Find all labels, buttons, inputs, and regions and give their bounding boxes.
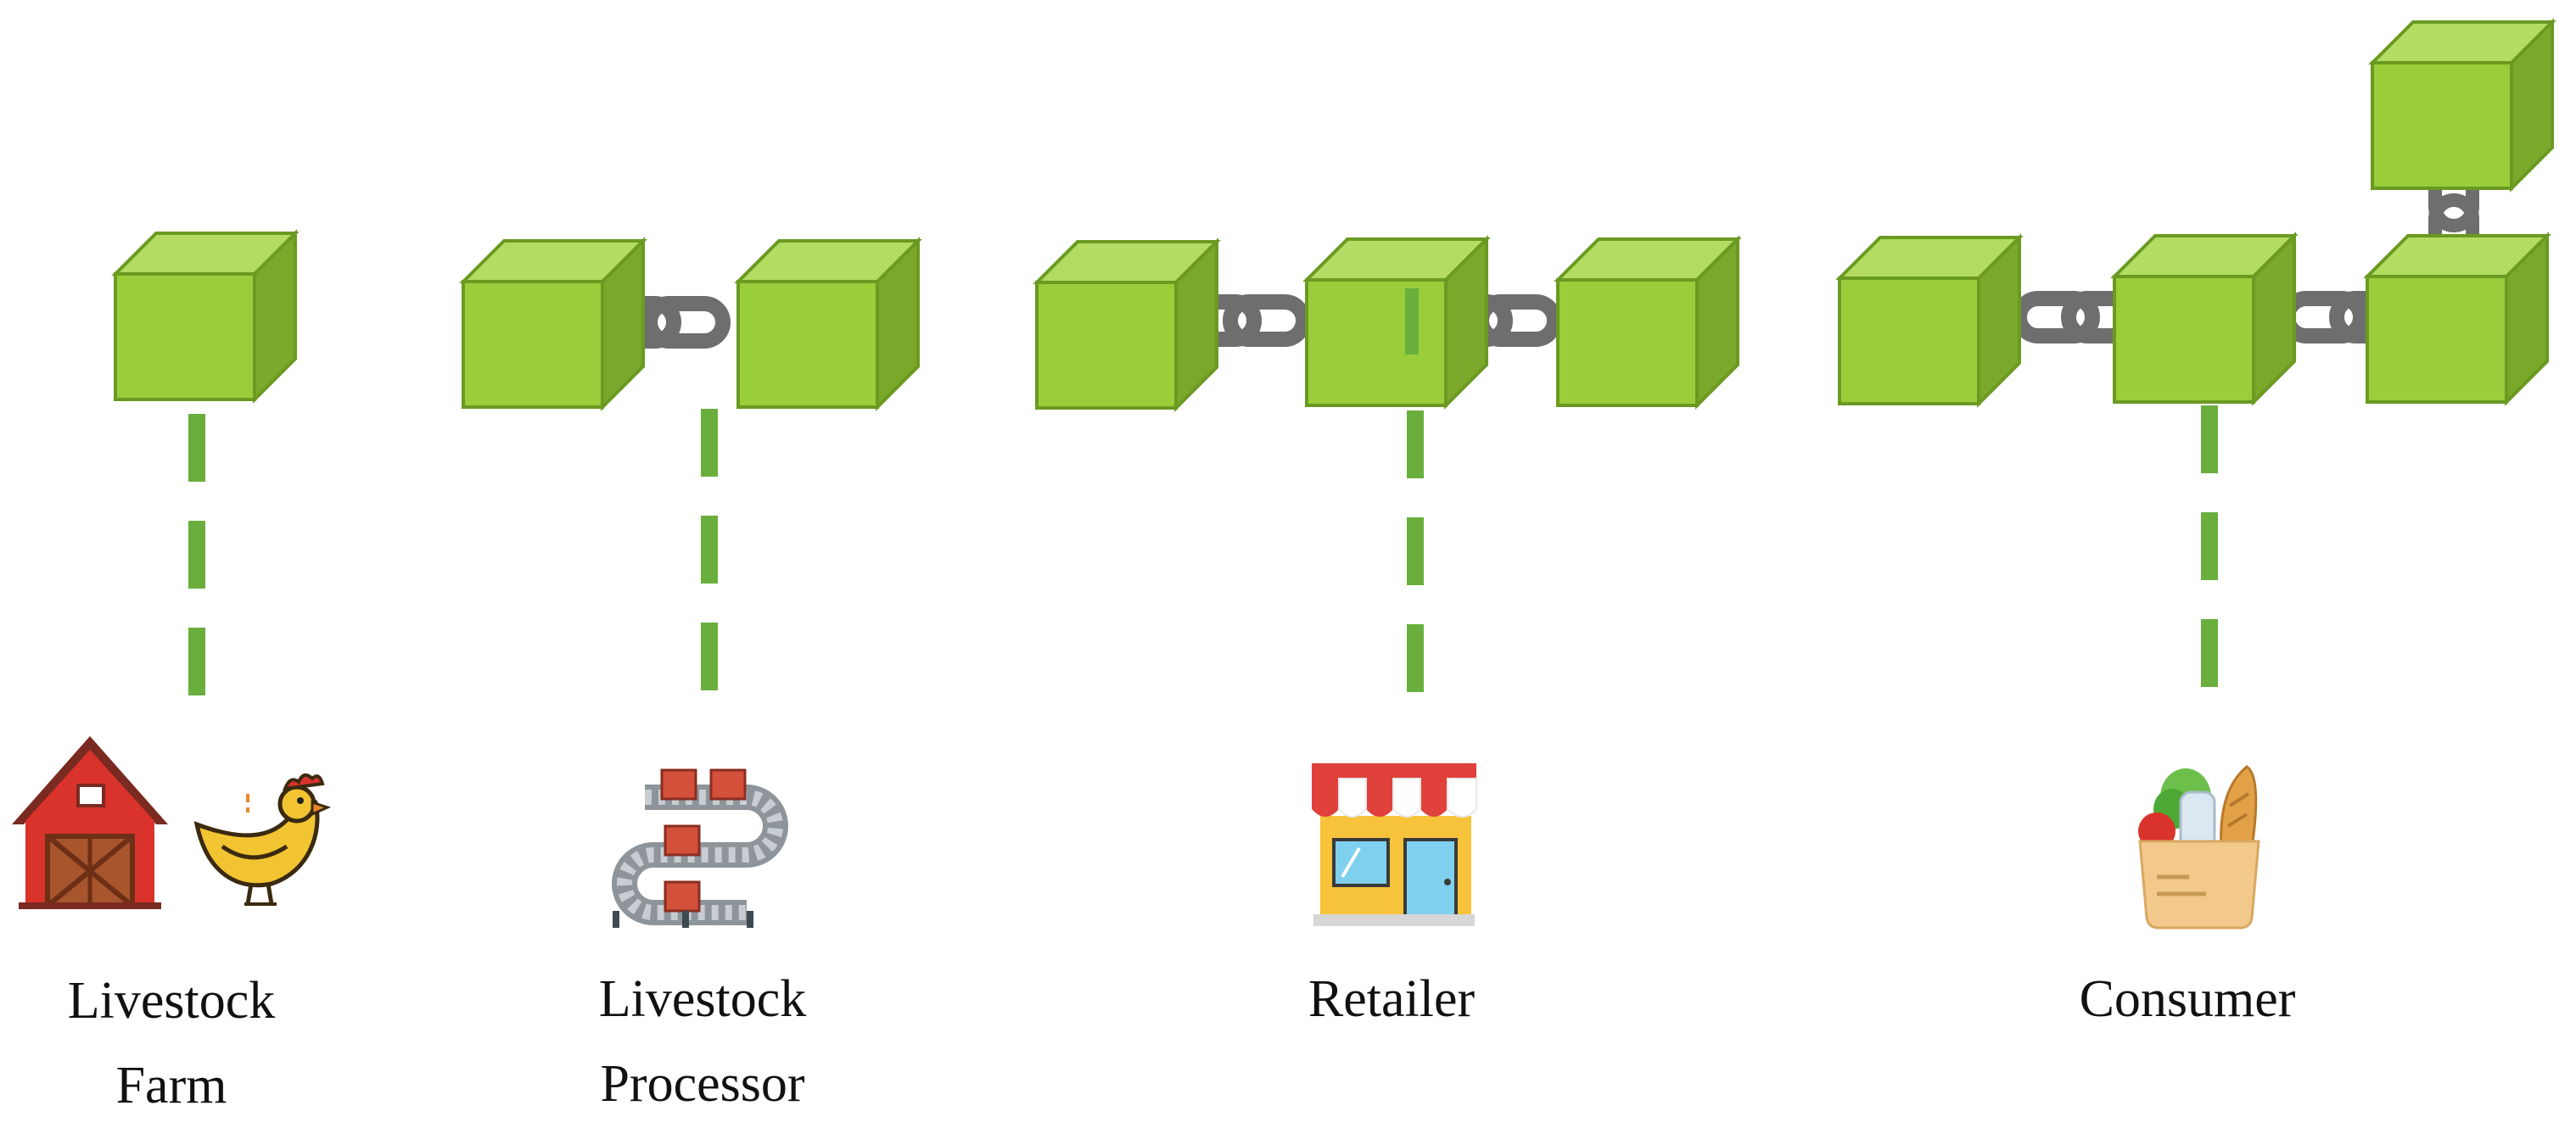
stage-label-line: Retailer	[1308, 970, 1476, 1028]
stage-label-line: Livestock	[67, 972, 276, 1030]
block	[1838, 236, 2021, 405]
block	[2366, 234, 2549, 404]
store-icon	[1312, 762, 1477, 926]
stage-label-retailer: Retailer	[1256, 957, 1527, 1041]
block	[1305, 237, 1488, 407]
stage-label-processor: Livestock Processor	[567, 957, 838, 1126]
block	[2371, 20, 2554, 190]
farm-block-chain	[114, 232, 297, 401]
consumer-block-chain	[1838, 20, 2554, 405]
block	[1035, 240, 1218, 410]
block	[2113, 234, 2296, 404]
processor-block-chain	[462, 239, 920, 409]
stage-label-line: Processor	[600, 1055, 805, 1113]
chicken-icon	[193, 773, 332, 906]
stage-label-consumer: Consumer	[2052, 957, 2323, 1041]
block	[736, 239, 920, 409]
stage-label-line: Livestock	[598, 970, 807, 1028]
block	[462, 239, 645, 409]
conveyor-icon	[612, 768, 788, 928]
block-mark	[1405, 288, 1419, 355]
barn-icon	[12, 736, 168, 909]
stage-label-line: Farm	[115, 1057, 227, 1114]
stage-label-line: Consumer	[2079, 970, 2296, 1028]
block	[114, 232, 297, 401]
retailer-block-chain	[1035, 237, 1739, 410]
grocery-bag-icon	[2138, 765, 2260, 930]
stage-label-farm: Livestock Farm	[36, 958, 307, 1128]
block	[1556, 237, 1739, 407]
